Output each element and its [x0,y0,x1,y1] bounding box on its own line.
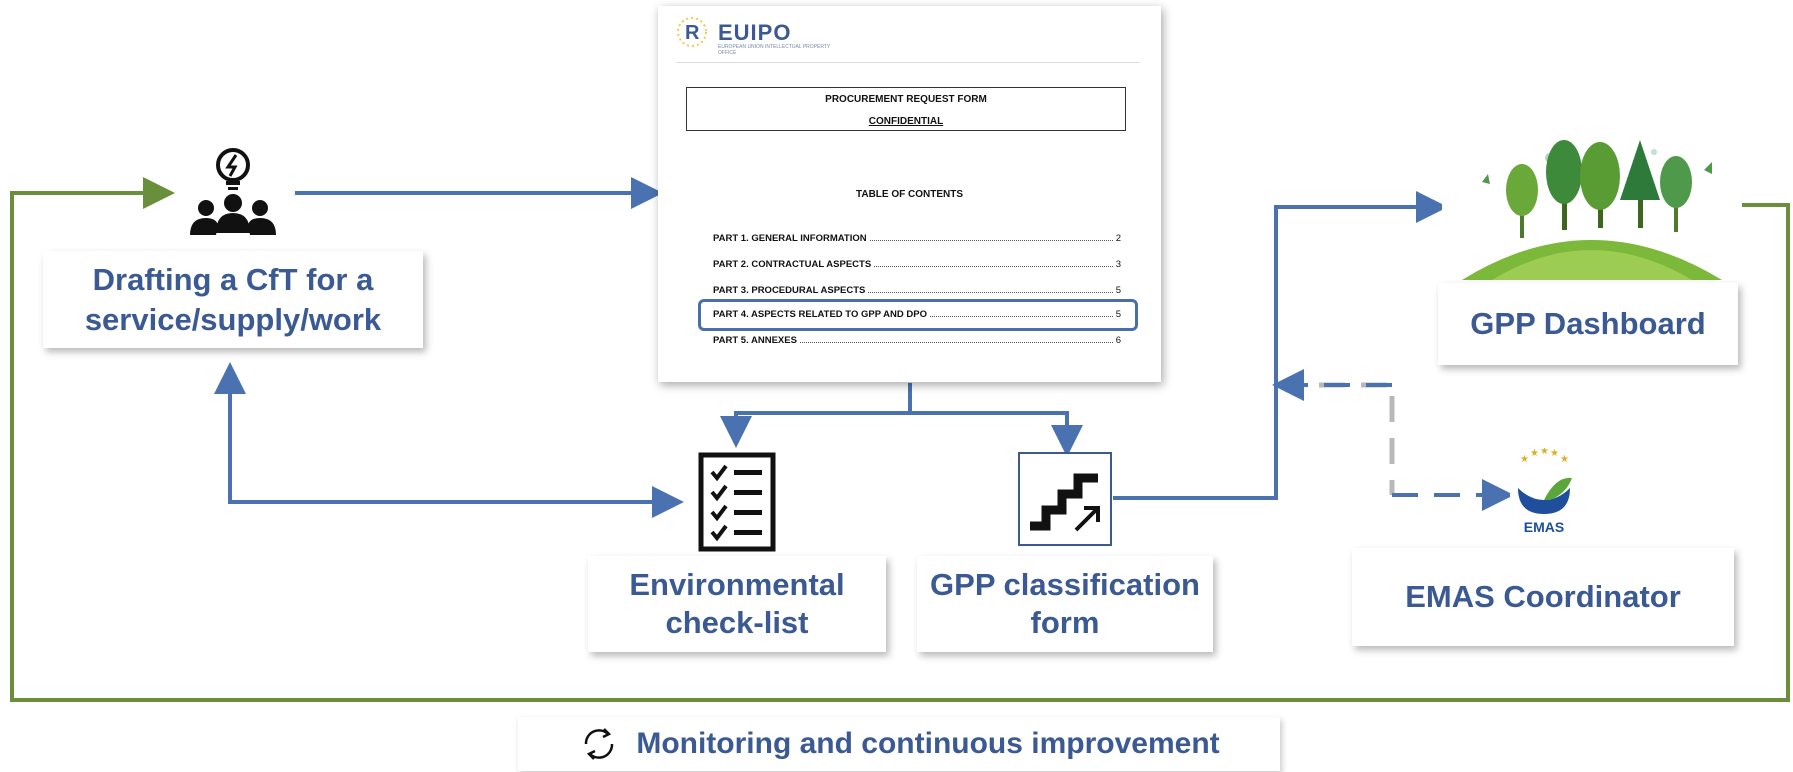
checklist-icon [698,452,776,552]
checklist-box: Environmental check-list [588,556,886,652]
form-confidential: CONFIDENTIAL [868,116,944,127]
arrow-form-to-classification [910,411,1083,457]
toc-row-part3: PART 3. PROCEDURAL ASPECTS 5 [713,282,1121,296]
toc-label: PART 1. GENERAL INFORMATION [713,233,867,244]
svg-text:★: ★ [1560,454,1569,465]
dashboard-label: GPP Dashboard [1470,306,1706,341]
emas-coordinator-label: EMAS Coordinator [1405,579,1681,614]
monitoring-label: Monitoring and continuous improvement [636,727,1220,760]
checklist-label-line1: Environmental [629,567,845,602]
classification-label-line2: form [1030,605,1100,640]
drafting-label-line1: Drafting a CfT for a [92,261,374,297]
checklist-label-line2: check-list [665,605,809,640]
toc-row-part5: PART 5. ANNEXES 6 [713,332,1121,346]
euipo-logo-subtitle: EUROPEAN UNION INTELLECTUAL PROPERTY OFF… [718,44,831,56]
emas-logo-icon: ★ ★ ★ ★ ★ EMAS [1510,446,1578,538]
svg-text:★: ★ [1530,448,1539,459]
arrow-classification-to-dashboard [1113,191,1448,500]
monitoring-banner: Monitoring and continuous improvement [518,717,1280,771]
drafting-label-line2: service/supply/work [84,301,382,337]
form-title-box: PROCUREMENT REQUEST FORM CONFIDENTIAL [686,87,1126,131]
svg-text:★: ★ [1520,454,1529,465]
toc-highlight-gpp [698,299,1138,331]
svg-text:R: R [685,22,700,44]
classification-label-line1: GPP classification [930,567,1200,602]
svg-text:★: ★ [1540,448,1549,457]
emas-logo-text: EMAS [1523,519,1565,535]
toc-label: PART 2. CONTRACTUAL ASPECTS [713,259,872,270]
toc-label: PART 5. ANNEXES [713,335,797,346]
procurement-request-form-document: R EUIPO EUROPEAN UNION INTELLECTUAL PROP… [658,6,1161,382]
toc-row-part4: PART 4. ASPECTS RELATED TO GPP AND DPO 5 [713,306,1121,320]
drafting-box: Drafting a CfT for a service/supply/work [43,251,423,348]
classification-box: GPP classification form [917,556,1213,652]
arrow-checklist-to-drafting [214,362,674,504]
svg-text:★: ★ [1550,448,1559,459]
dashboard-box: GPP Dashboard [1438,283,1738,365]
refresh-cycle-icon [585,728,614,760]
toc-page: 6 [1115,335,1121,346]
dashed-emas-link-grey [1277,382,1395,495]
toc-label: PART 3. PROCEDURAL ASPECTS [713,285,866,296]
toc-page: 5 [1115,285,1121,296]
emas-coordinator-box: EMAS Coordinator [1352,548,1734,646]
document-header: R EUIPO EUROPEAN UNION INTELLECTUAL PROP… [676,14,1140,63]
toc-page: 5 [1115,309,1121,320]
toc-page: 3 [1115,259,1121,270]
feedback-loop-line [10,177,1790,702]
form-title: PROCUREMENT REQUEST FORM [825,94,987,105]
stairs-growth-icon [1018,452,1112,546]
euipo-logo-text: EUIPO [718,20,792,45]
team-idea-icon [186,145,280,241]
green-planet-image [1442,130,1740,280]
toc-page: 2 [1115,233,1121,244]
toc-row-part2: PART 2. CONTRACTUAL ASPECTS 3 [713,256,1121,270]
toc-label: PART 4. ASPECTS RELATED TO GPP AND DPO [713,309,927,320]
euipo-logo-icon: R [677,17,707,47]
arrow-form-to-checklist [720,383,912,448]
toc-row-part1: PART 1. GENERAL INFORMATION 2 [713,230,1121,244]
toc-title: TABLE OF CONTENTS [855,189,964,200]
